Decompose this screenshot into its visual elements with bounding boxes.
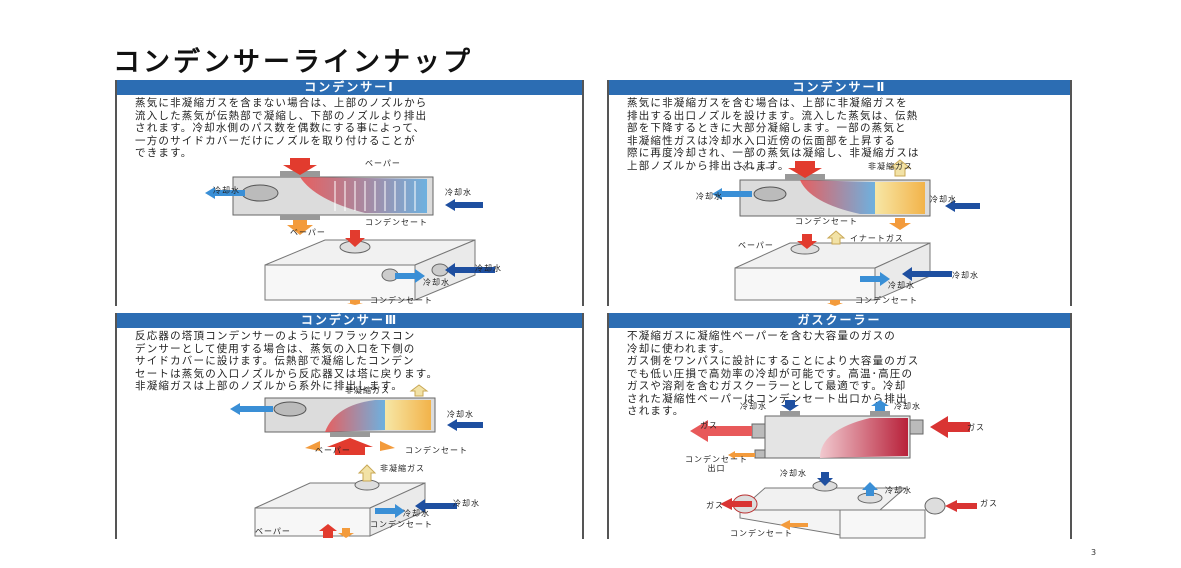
label-vapor-iso: ベーパー bbox=[738, 241, 774, 250]
label-condensate: コンデンセート bbox=[795, 217, 858, 226]
label-gas-iso-out: ガス bbox=[706, 501, 724, 510]
label-cooling-water-iso-out: 冷却水 bbox=[885, 486, 912, 495]
panel-description: 不凝縮ガスに凝縮性ベーパーを含む大容量のガスの 冷却に使われます。 ガス側をワン… bbox=[627, 330, 920, 417]
label-cooling-water-iso-in: 冷却水 bbox=[475, 264, 502, 273]
label-condensate-iso: コンデンセート bbox=[370, 296, 433, 305]
label-vapor-bottom: ベーパー bbox=[315, 446, 351, 455]
label-condensate: コンデンセート bbox=[365, 218, 428, 227]
water-in-arrow bbox=[445, 199, 483, 211]
label-cooling-water-iso-out: 冷却水 bbox=[888, 281, 915, 290]
label-cooling-water-iso-out: 冷却水 bbox=[403, 509, 430, 518]
label-condensate-iso: コンデンセート bbox=[855, 296, 918, 305]
label-condensate-iso: コンデンセート bbox=[370, 520, 433, 529]
label-gas-iso-in: ガス bbox=[980, 499, 998, 508]
page-title: コンデンサーラインナップ bbox=[113, 47, 473, 78]
label-cooling-water-in: 冷却水 bbox=[447, 410, 474, 419]
panel-heading: ガスクーラー bbox=[609, 313, 1070, 328]
diagram-condenser-1: ベーパー 冷却水 冷却水 コンデンセート ベーパー 冷却水 冷却水 コンデンセー… bbox=[205, 155, 535, 305]
label-cooling-water-in: 冷却水 bbox=[740, 402, 767, 411]
diagram-condenser-2: ベーパー 非凝縮ガス 冷却水 冷却水 コンデンセート ベーパー イナートガス 冷… bbox=[690, 158, 1010, 306]
label-vapor: ベーパー bbox=[365, 159, 401, 168]
label-gas-in: ガス bbox=[967, 423, 985, 432]
condensate-arrow bbox=[287, 220, 313, 235]
label-gas-out: ガス bbox=[700, 421, 718, 430]
label-vapor: ベーパー bbox=[738, 164, 774, 173]
label-noncondensable-gas: 非凝縮ガス bbox=[868, 162, 913, 171]
panel-heading: コンデンサーⅡ bbox=[609, 80, 1070, 95]
water-out-arrow bbox=[205, 187, 245, 199]
label-cooling-water-out: 冷却水 bbox=[894, 402, 921, 411]
label-cooling-water-in: 冷却水 bbox=[445, 188, 472, 197]
panel-description: 蒸気に非凝縮ガスを含む場合は、上部に非凝縮ガスを 排出する出口ノズルを設けます。… bbox=[627, 97, 920, 172]
vapor-arrow bbox=[283, 158, 317, 175]
label-cooling-water-iso-in: 冷却水 bbox=[453, 499, 480, 508]
label-condensate-outlet: コンデンセート 出口 bbox=[685, 455, 748, 473]
label-condensate-iso: コンデンセート bbox=[730, 529, 793, 538]
label-noncondensable-gas-iso: 非凝縮ガス bbox=[380, 464, 425, 473]
panel-description: 蒸気に非凝縮ガスを含まない場合は、上部のノズルから 流入した蒸気が伝熱部で凝縮し… bbox=[135, 97, 428, 159]
label-cooling-water-in: 冷却水 bbox=[930, 195, 957, 204]
panel-heading: コンデンサーⅠ bbox=[117, 80, 582, 95]
diagram-condenser-3: 非凝縮ガス 冷却水 ベーパー コンデンセート 非凝縮ガス 冷却水 冷却水 コンデ… bbox=[225, 383, 525, 538]
panel-condenser-3: コンデンサーⅢ 反応器の塔頂コンデンサーのようにリフラックスコン デンサーとして… bbox=[115, 313, 584, 539]
label-vapor-iso: ベーパー bbox=[290, 228, 326, 237]
label-cooling-water-iso-out: 冷却水 bbox=[423, 278, 450, 287]
page-number: 3 bbox=[1091, 548, 1097, 557]
panel-heading: コンデンサーⅢ bbox=[117, 313, 582, 328]
panel-description: 反応器の塔頂コンデンサーのようにリフラックスコン デンサーとして使用する場合は、… bbox=[135, 330, 439, 392]
panel-condenser-2: コンデンサーⅡ 蒸気に非凝縮ガスを含む場合は、上部に非凝縮ガスを 排出する出口ノ… bbox=[607, 80, 1072, 306]
label-inert-gas: イナートガス bbox=[850, 234, 904, 243]
label-cooling-water-iso-in: 冷却水 bbox=[780, 469, 807, 478]
label-cooling-water-iso-in: 冷却水 bbox=[952, 271, 979, 280]
label-condensate: コンデンセート bbox=[405, 446, 468, 455]
label-cooling-water-out: 冷却水 bbox=[696, 192, 723, 201]
label-vapor-iso: ベーパー bbox=[255, 527, 291, 536]
diagram-gas-cooler: 冷却水 冷却水 ガス ガス コンデンセート 出口 冷却水 冷却水 ガス ガス コ… bbox=[680, 400, 1010, 540]
label-noncondensable-gas: 非凝縮ガス bbox=[345, 386, 390, 395]
label-cooling-water-out: 冷却水 bbox=[213, 186, 240, 195]
